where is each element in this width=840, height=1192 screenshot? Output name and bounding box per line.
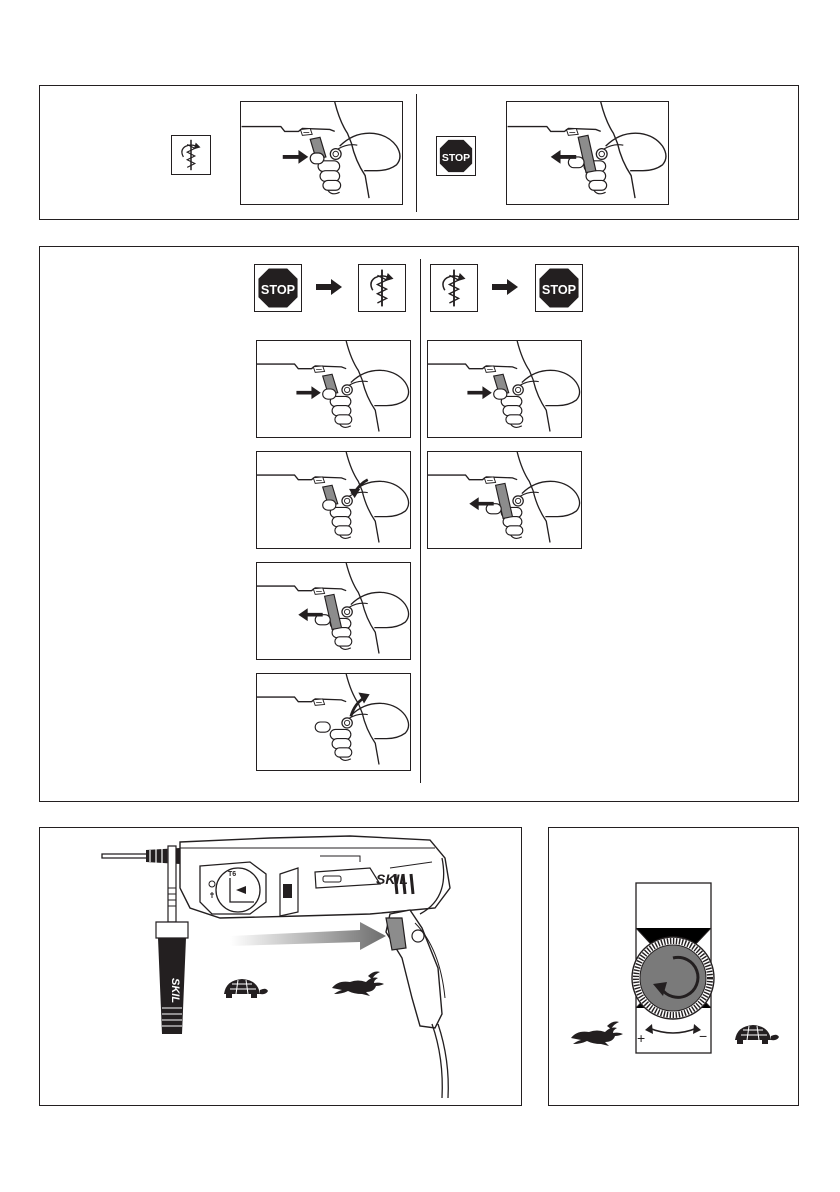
hand-releasing-trigger-icon	[257, 563, 410, 659]
rotation-symbol-box	[430, 264, 478, 312]
switch-off-illustration	[506, 101, 669, 205]
lock-step-3-illustration	[256, 562, 411, 660]
rotation-icon	[172, 136, 210, 174]
continuous-operation-box: STOP STOP	[39, 246, 799, 802]
turtle-icon	[735, 1025, 779, 1044]
plus-label: +	[637, 1030, 645, 1046]
hand-releasing-trigger-icon	[507, 102, 668, 204]
thumb-release-lock-icon	[257, 674, 410, 770]
speed-dial-illustration: + −	[549, 828, 800, 1107]
hand-pressing-trigger-icon	[241, 102, 402, 204]
rotation-symbol-box	[171, 135, 211, 175]
switch-on-illustration	[240, 101, 403, 205]
lock-step-4-illustration	[256, 673, 411, 771]
stop-symbol-box: STOP	[535, 264, 583, 312]
stop-label: STOP	[542, 283, 576, 297]
divider	[420, 259, 421, 783]
stop-symbol-box: STOP	[436, 136, 476, 176]
turtle-icon	[224, 979, 268, 998]
variable-speed-tool-box: T6 SKIL SKIL	[39, 827, 522, 1106]
stop-label: STOP	[261, 283, 295, 297]
stop-sign-icon: STOP	[536, 265, 582, 311]
rotary-hammer-illustration: T6 SKIL SKIL	[40, 828, 523, 1107]
hand-releasing-trigger-icon	[428, 452, 581, 548]
switch-on-off-box: STOP	[39, 85, 799, 220]
divider	[416, 94, 417, 212]
handle-brand-logo: SKIL	[169, 978, 181, 1003]
speed-dial-box: + −	[548, 827, 799, 1106]
stop-label: STOP	[442, 153, 470, 164]
mode-dial-label: T6	[228, 871, 236, 878]
stop-symbol-box: STOP	[254, 264, 302, 312]
lock-step-1-illustration	[256, 340, 411, 438]
hand-pressing-trigger-icon	[257, 341, 410, 437]
hand-pressing-trigger-icon	[428, 341, 581, 437]
unlock-step-1-illustration	[427, 340, 582, 438]
stop-sign-icon: STOP	[255, 265, 301, 311]
rotation-icon	[431, 265, 477, 311]
arrow-right-icon	[492, 279, 518, 295]
thumb-press-lock-icon	[257, 452, 410, 548]
rotation-symbol-box	[358, 264, 406, 312]
lock-step-2-illustration	[256, 451, 411, 549]
stop-sign-icon: STOP	[437, 137, 475, 175]
unlock-step-2-illustration	[427, 451, 582, 549]
rabbit-icon	[332, 972, 384, 997]
rabbit-icon	[571, 1022, 623, 1047]
minus-label: −	[699, 1028, 707, 1044]
rotation-icon	[359, 265, 405, 311]
arrow-right-icon	[316, 279, 342, 295]
